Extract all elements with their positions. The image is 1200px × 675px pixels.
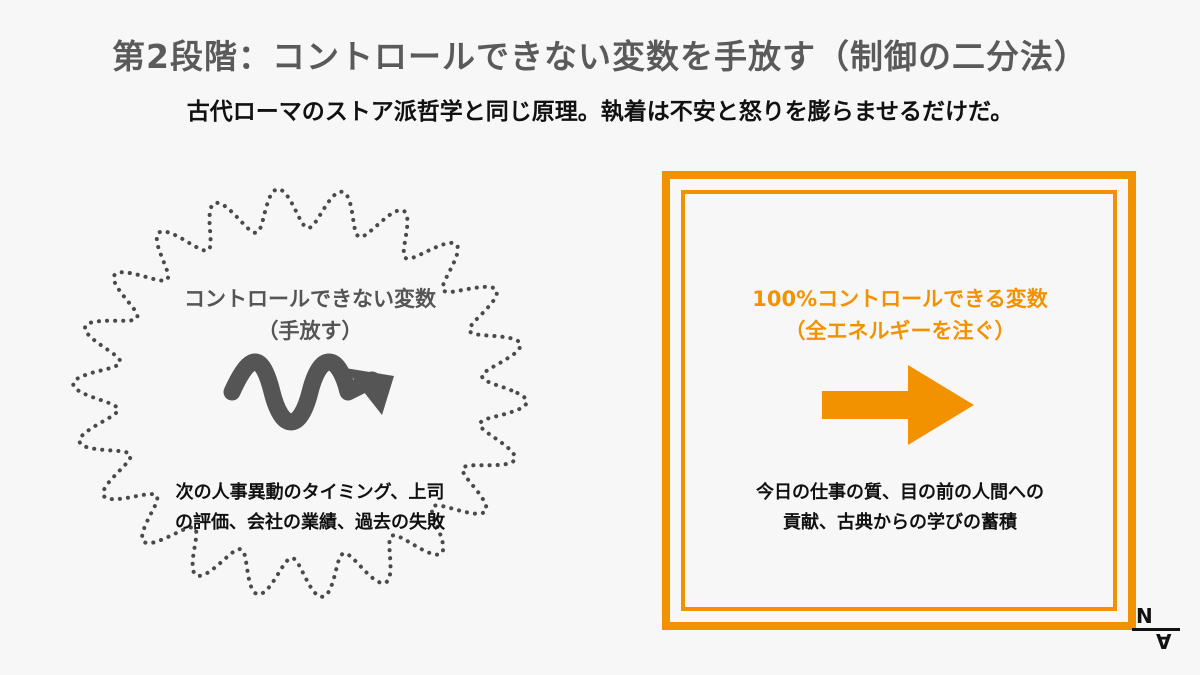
brand-logo: N A: [1132, 604, 1182, 654]
uncontrollable-heading: コントロールできない変数 （手放す）: [184, 287, 436, 343]
controllable-frame-outer: [662, 171, 1136, 630]
uncontrollable-examples: 次の人事異動のタイミング、上司 の評価、会社の業績、過去の失敗: [175, 482, 445, 533]
wavy-arrow-icon: [223, 353, 394, 431]
page-subtitle: 古代ローマのストア派哲学と同じ原理。執着は不安と怒りを膨らませるだけだ。: [186, 99, 1014, 125]
controllable-heading: 100%コントロールできる変数 （全エネルギーを注ぐ）: [752, 287, 1048, 343]
straight-arrow-icon: [822, 365, 974, 445]
controllable-frame-inner: [681, 190, 1117, 611]
controllable-examples: 今日の仕事の質、目の前の人間への 貢献、古典からの学びの蓄積: [756, 482, 1044, 533]
uncontrollable-cloud-outline: [71, 187, 529, 599]
page-title: 第2段階：コントロールできない変数を手放す（制御の二分法）: [112, 37, 1088, 76]
